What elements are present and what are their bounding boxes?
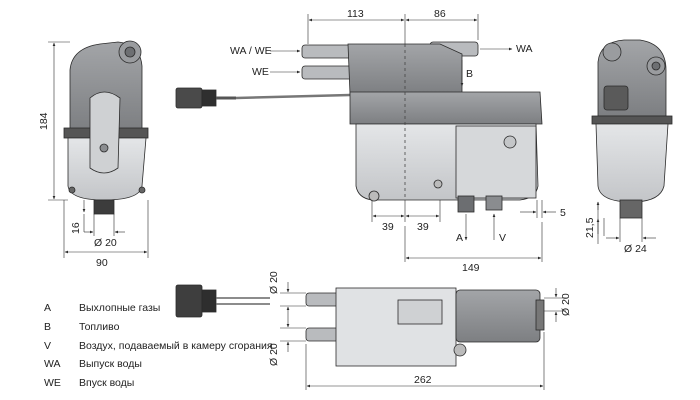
dim-5-label: 5 bbox=[560, 207, 566, 219]
dim-16-label: 16 bbox=[70, 222, 82, 234]
dim-right-dia-24-label: Ø 24 bbox=[624, 243, 647, 255]
middle-dimension-lines bbox=[270, 14, 556, 262]
legend-desc: Выпуск воды bbox=[79, 358, 142, 370]
dim-39a-label: 39 bbox=[382, 221, 394, 233]
dim-bottom-dia-20-top-label: Ø 20 bbox=[268, 271, 280, 294]
legend-desc: Воздух, подаваемый в камеру сгорания bbox=[79, 340, 273, 352]
bottom-top-view bbox=[175, 284, 545, 367]
dim-184-label: 184 bbox=[38, 112, 50, 130]
port-a-label: A bbox=[456, 232, 464, 244]
cable-connector bbox=[175, 87, 351, 109]
right-dimension-lines bbox=[596, 201, 656, 244]
dim-21-5-label: 21,5 bbox=[584, 217, 596, 238]
dim-149-label: 149 bbox=[462, 262, 480, 274]
legend-desc: Выхлопные газы bbox=[79, 302, 161, 314]
port-wa-we-label: WA / WE bbox=[230, 45, 272, 57]
port-wa-label: WA bbox=[516, 43, 533, 55]
left-end-view bbox=[63, 40, 149, 215]
legend-key: B bbox=[44, 321, 52, 333]
bottom-dimension-lines bbox=[280, 282, 566, 390]
right-end-view bbox=[591, 39, 673, 219]
dim-39b-label: 39 bbox=[417, 221, 429, 233]
dim-90-label: 90 bbox=[96, 257, 108, 269]
dim-bottom-dia-20-right-label: Ø 20 bbox=[560, 293, 572, 316]
port-b-label: B bbox=[466, 68, 474, 80]
legend-desc: Топливо bbox=[79, 321, 120, 333]
legend-key: WA bbox=[44, 358, 61, 370]
dim-left-dia-20-label: Ø 20 bbox=[94, 237, 117, 249]
legend-key: WE bbox=[44, 377, 61, 389]
legend-key: V bbox=[44, 340, 52, 352]
legend-desc: Впуск воды bbox=[79, 377, 135, 389]
middle-side-view bbox=[301, 41, 543, 213]
dim-86-label: 86 bbox=[434, 8, 446, 20]
port-v-label: V bbox=[499, 232, 507, 244]
legend-key: A bbox=[44, 302, 52, 314]
dim-262-label: 262 bbox=[414, 374, 432, 386]
dim-113-label: 113 bbox=[347, 8, 364, 20]
port-we-label: WE bbox=[252, 66, 269, 78]
left-dimension-lines bbox=[48, 41, 149, 258]
